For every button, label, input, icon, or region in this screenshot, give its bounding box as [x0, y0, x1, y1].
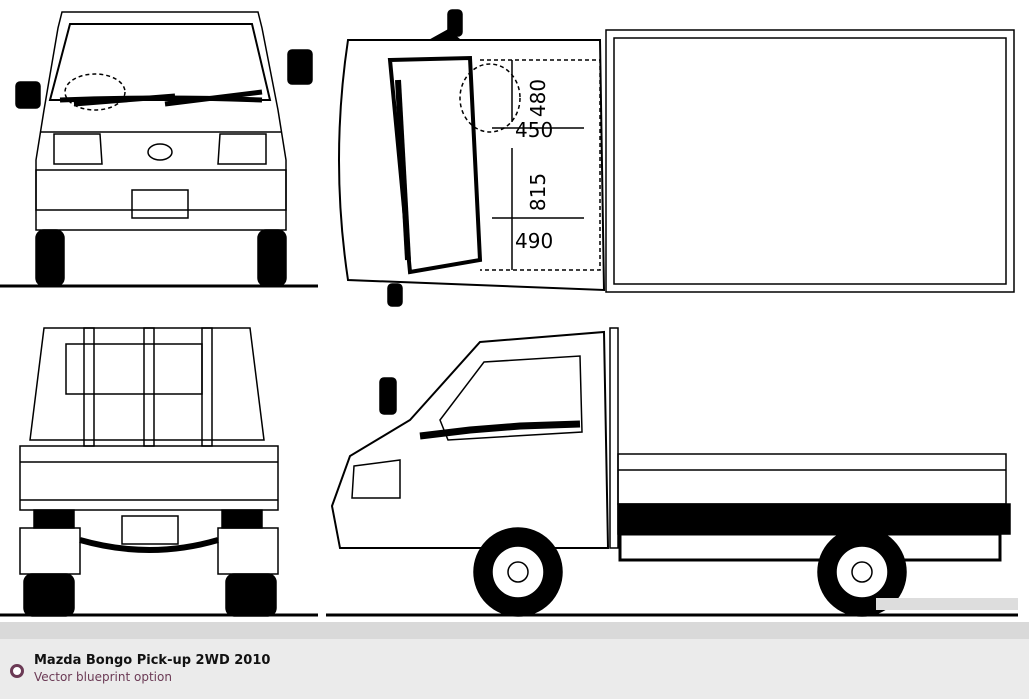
divider-band	[0, 622, 1029, 639]
dim-480: 480	[526, 79, 550, 117]
dim-490: 490	[515, 229, 553, 253]
top-view: 480 450 815 490	[338, 9, 1015, 307]
caption-title: Mazda Bongo Pick-up 2WD 2010	[34, 653, 271, 668]
rear-view	[0, 327, 318, 617]
side-view	[326, 327, 1018, 617]
vehicle-blueprint: 480 450 815 490	[0, 9, 1018, 617]
caption-subtitle: Vector blueprint option	[34, 670, 172, 684]
dim-815: 815	[526, 173, 550, 211]
bullet-icon	[10, 664, 24, 678]
dim-450: 450	[515, 118, 553, 142]
front-view	[0, 11, 318, 288]
caption-bar	[0, 639, 1029, 699]
